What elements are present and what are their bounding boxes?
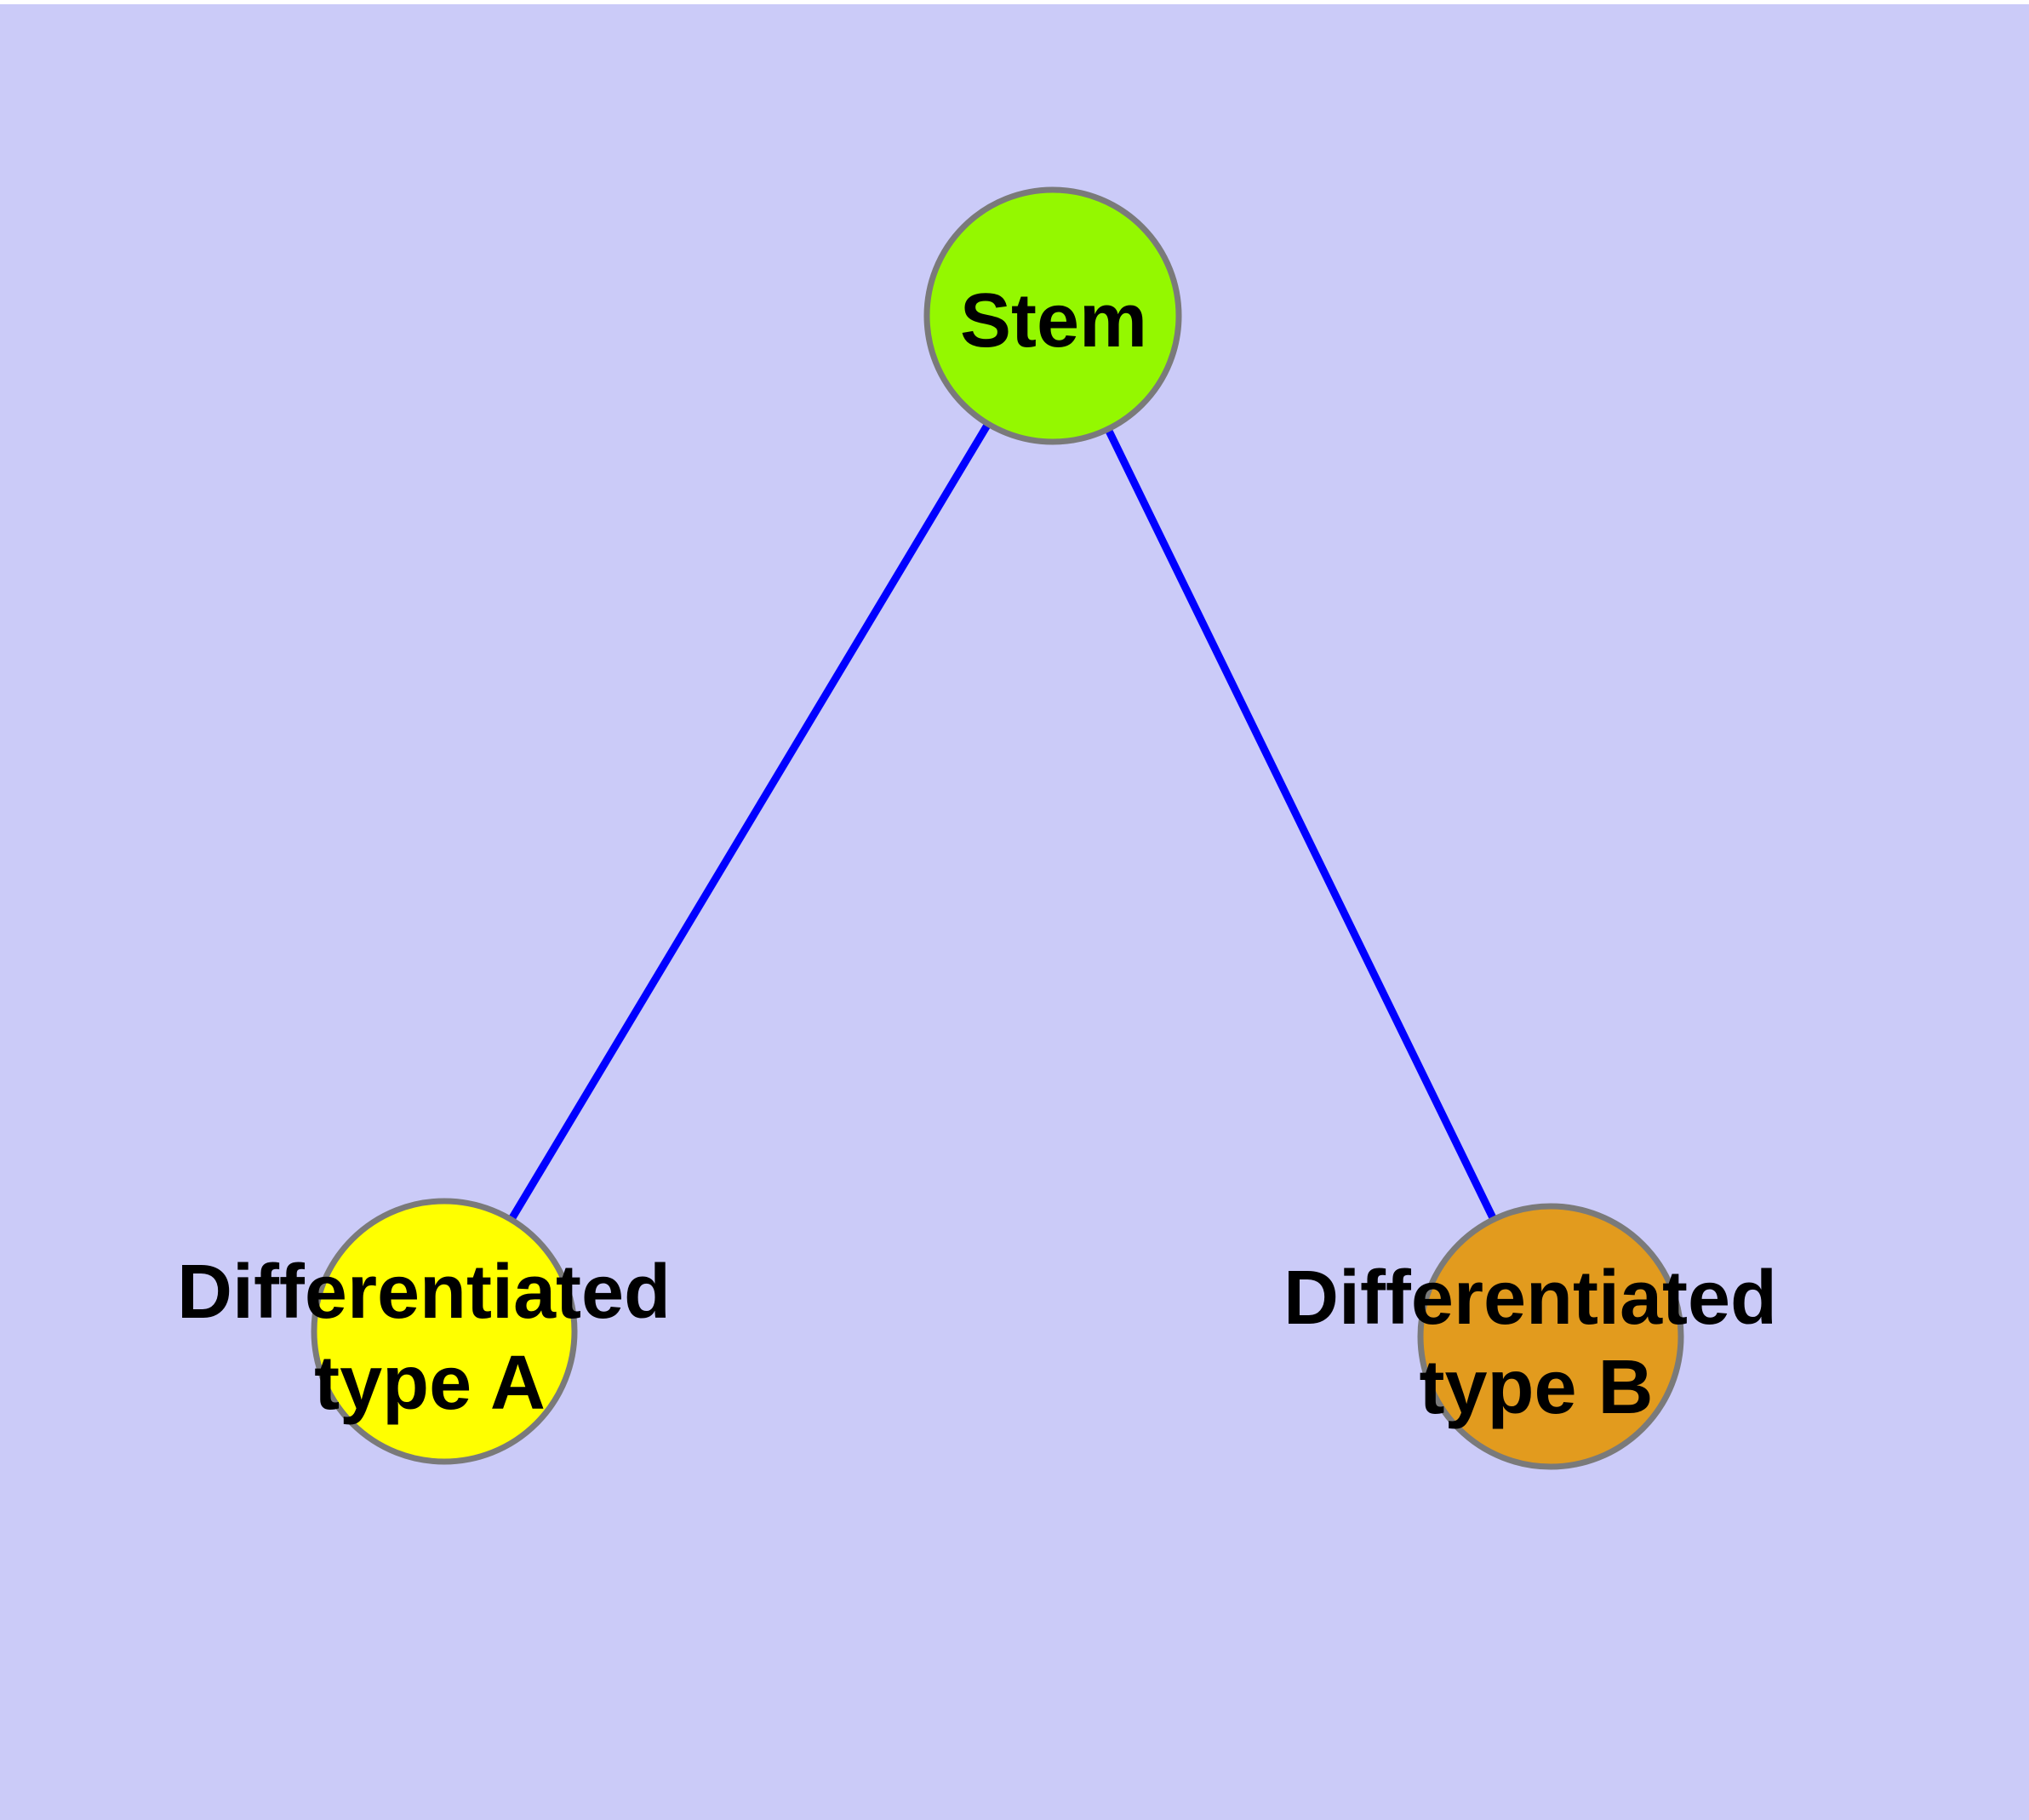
edge-stem-to-type-a (441, 313, 1056, 1334)
type-b-node-label-line1: Differentiated (1283, 1256, 1777, 1341)
type-a-node-circle (311, 1198, 578, 1465)
type-a-node-label-line1: Differentiated (177, 1250, 671, 1335)
type-b-node-label-line2: type B (1419, 1345, 1653, 1430)
type-b-node-circle (1417, 1203, 1684, 1470)
type-a-node-label-line2: type A (314, 1341, 546, 1426)
edge-stem-to-type-b (1049, 314, 1555, 1338)
stem-node-circle (923, 186, 1182, 445)
stem-node-label: Stem (960, 278, 1147, 363)
